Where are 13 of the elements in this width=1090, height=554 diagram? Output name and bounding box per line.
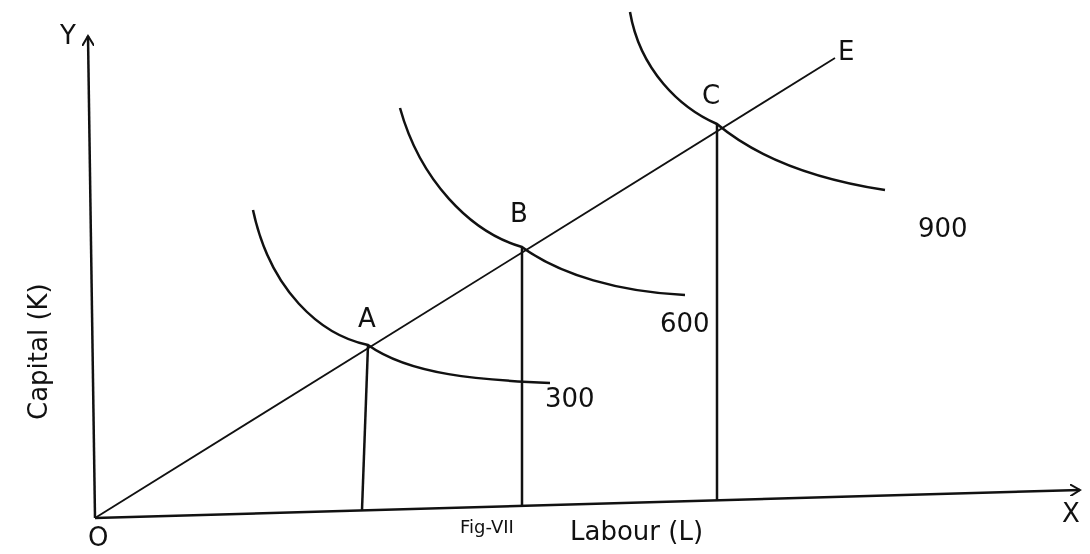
axis-label: X xyxy=(1062,500,1080,526)
origin-label: O xyxy=(88,524,109,550)
isoquant-label: 300 xyxy=(545,385,595,411)
axis-label: Y xyxy=(60,22,76,48)
point-label: C xyxy=(702,82,721,108)
point-label: E xyxy=(838,38,855,64)
isoquant-label: 900 xyxy=(918,215,968,241)
axis-title: Capital (K) xyxy=(25,283,51,420)
figure-caption: Fig-VII xyxy=(460,518,514,536)
point-label: B xyxy=(510,200,528,226)
isoquant-label: 600 xyxy=(660,310,710,336)
point-label: A xyxy=(358,305,376,331)
axis-title: Labour (L) xyxy=(570,518,704,544)
